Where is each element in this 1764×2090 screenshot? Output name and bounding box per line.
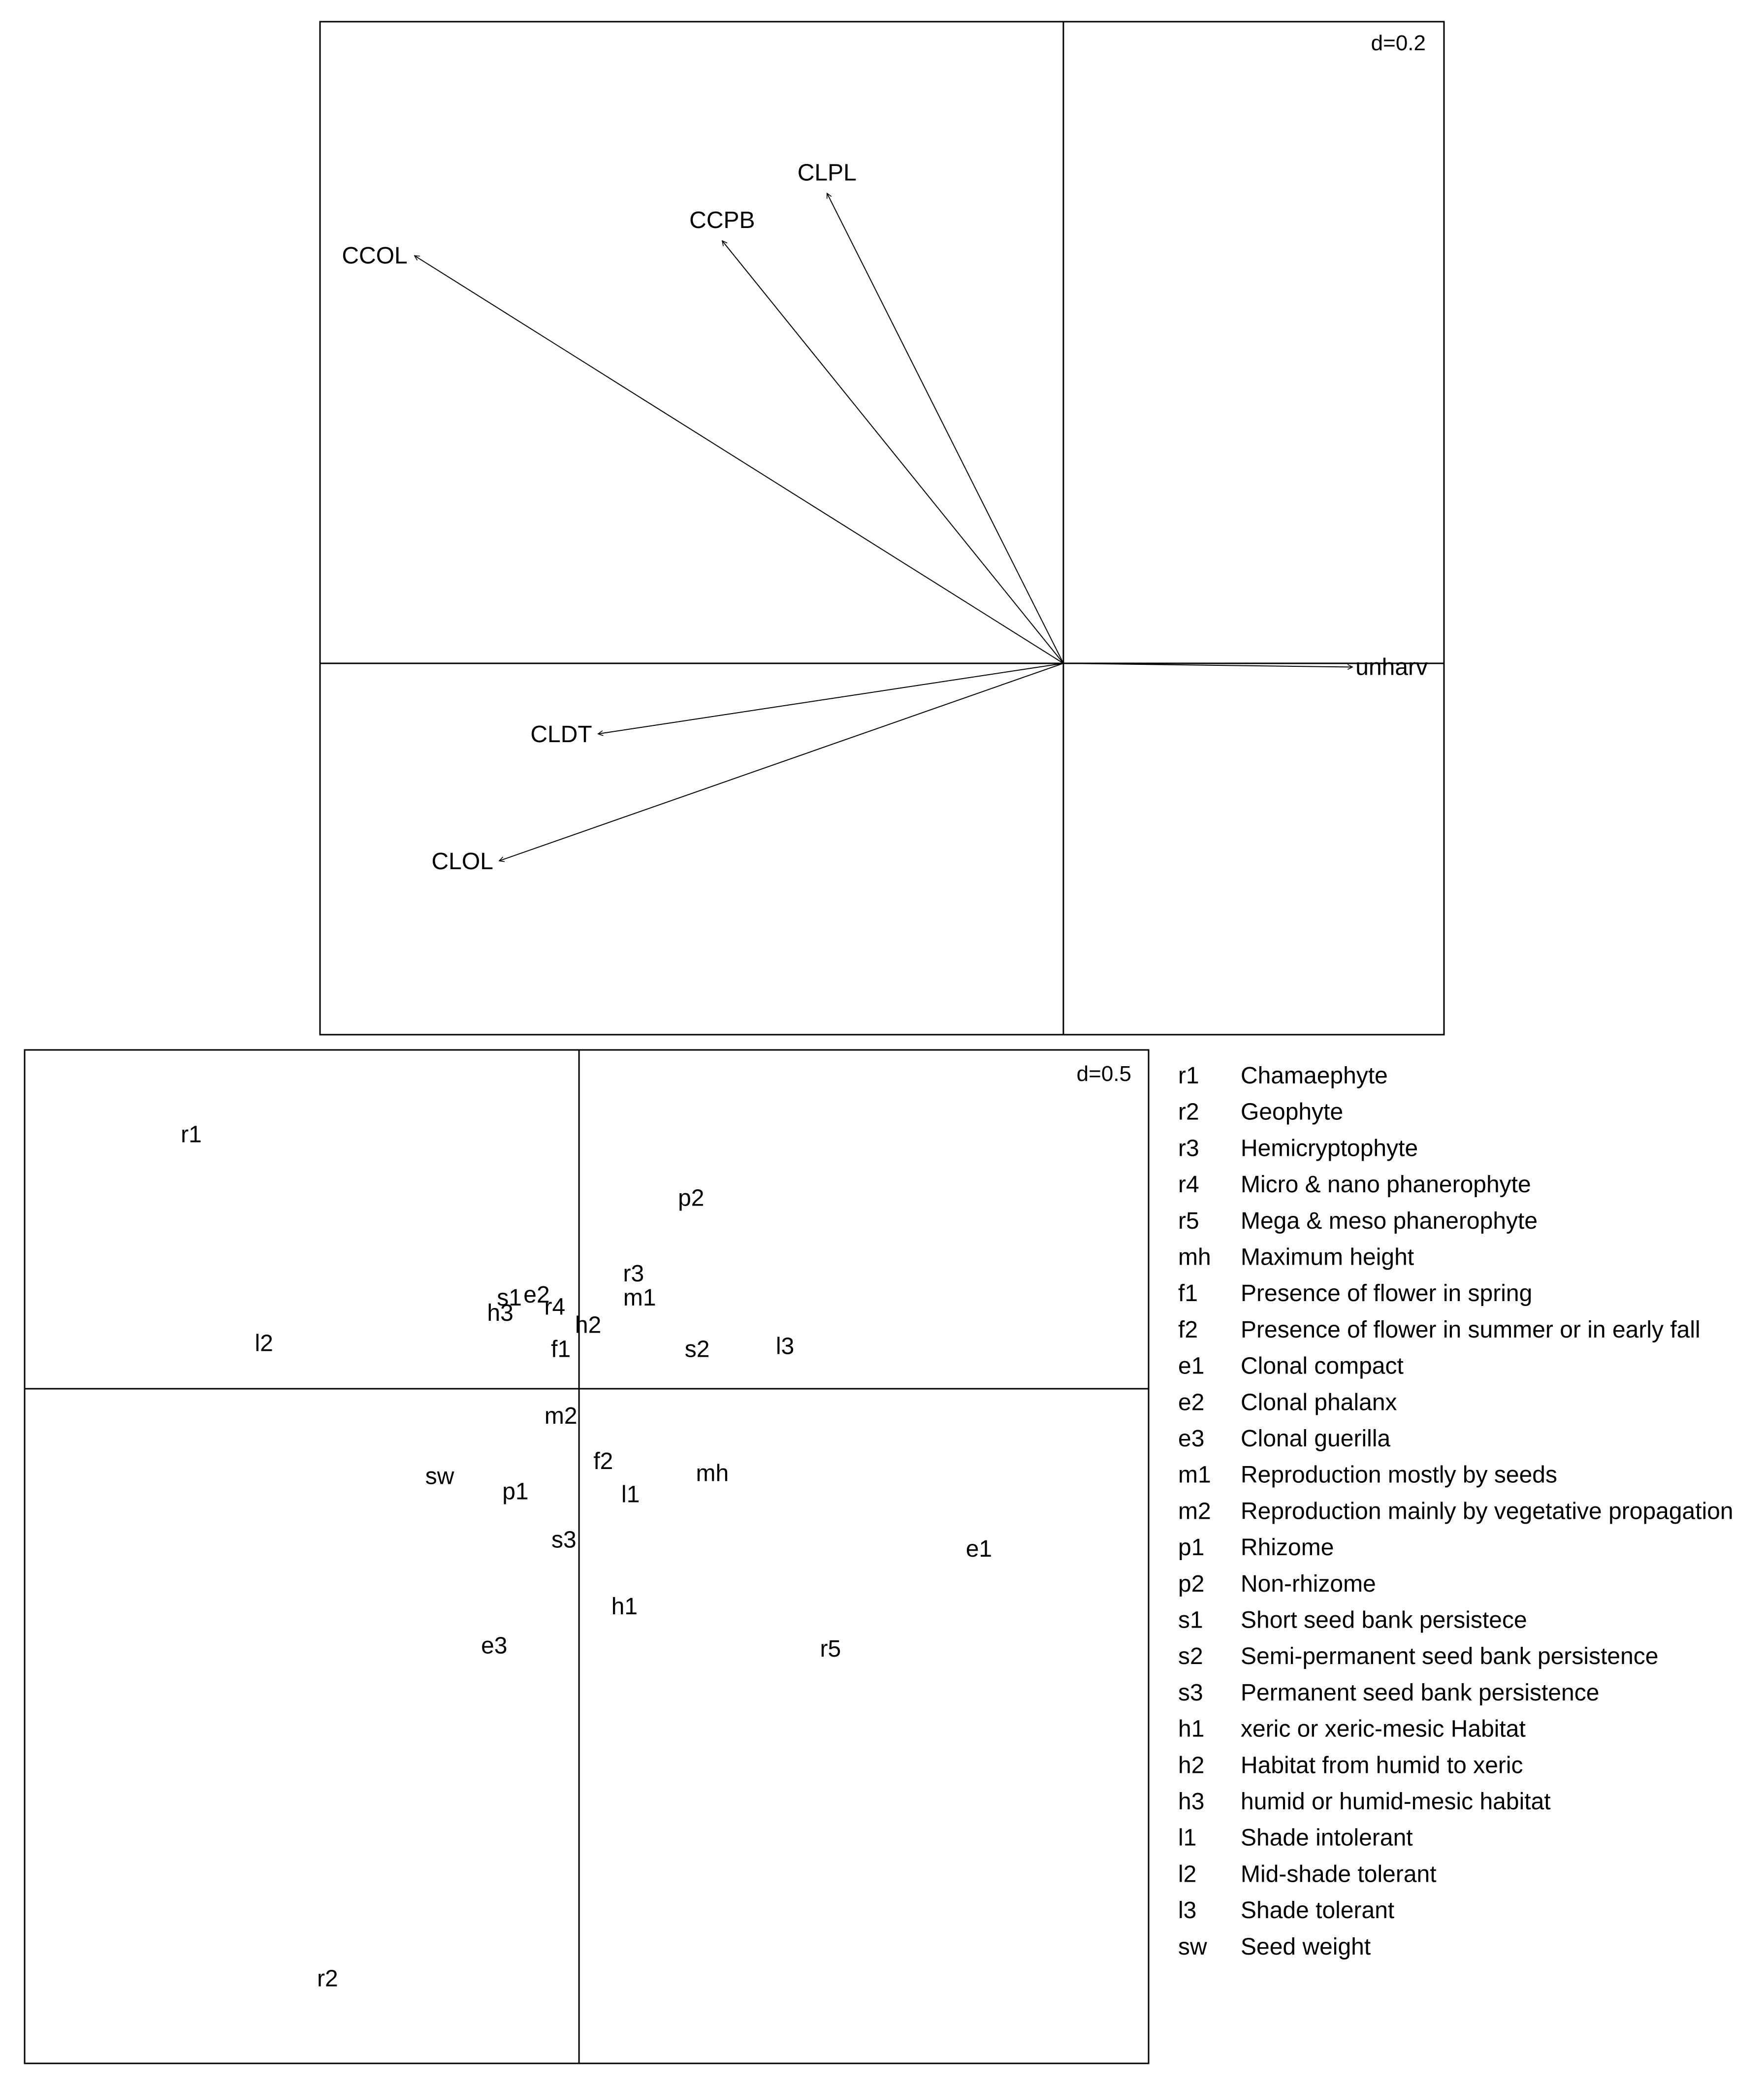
legend-text-e1: Clonal compact [1241,1353,1404,1379]
point-e1: e1 [966,1536,992,1562]
legend-text-mh: Maximum height [1241,1244,1414,1271]
point-r4: r4 [545,1294,566,1320]
legend-text-s1: Short seed bank persistece [1241,1607,1527,1633]
legend-code-p2: p2 [1178,1571,1204,1597]
legend-text-h1: xeric or xeric-mesic Habitat [1241,1716,1526,1742]
arrow-clol [499,663,1064,861]
scatter-panel-scale-label: d=0.5 [1077,1062,1131,1086]
legend-code-e3: e3 [1178,1426,1204,1452]
arrow-label-unharv: unharv [1355,654,1428,681]
legend-code-e1: e1 [1178,1353,1204,1379]
point-p1: p1 [502,1478,528,1504]
point-r3: r3 [623,1261,644,1287]
legend-code-f1: f1 [1178,1280,1198,1306]
legend-code-s3: s3 [1178,1680,1203,1706]
arrow-clpl [826,193,1064,664]
trait-points: r1 r2 r3 r4 r5 mh f1 f2 e1 e2 e3 m1 m2 p1 p2 s1 s2 s3 h1 h2… [181,1122,992,1992]
legend-text-f1: Presence of flower in spring [1241,1280,1532,1306]
legend-text-m2: Reproduction mainly by vegetative propag… [1241,1498,1733,1524]
legend-code-m1: m1 [1178,1462,1211,1488]
point-sw: sw [425,1464,454,1490]
legend-code-f2: f2 [1178,1317,1198,1343]
point-m2: m2 [545,1403,577,1429]
arrow-label-ccpb: CCPB [689,207,755,233]
arrow-panel-scale-label: d=0.2 [1371,31,1426,55]
legend-text-l1: Shade intolerant [1241,1825,1413,1851]
legend-text-r5: Mega & meso phanerophyte [1241,1208,1538,1234]
legend-code-h1: h1 [1178,1716,1204,1742]
point-p2: p2 [678,1185,704,1211]
scatter-panel-frame [24,1049,1150,2064]
point-mh: mh [696,1461,729,1487]
legend-code-h2: h2 [1178,1752,1204,1778]
legend-code-sw: sw [1178,1934,1207,1960]
legend-text-r3: Hemicryptophyte [1241,1135,1418,1161]
legend-code-s1: s1 [1178,1607,1203,1633]
legend-text-h3: humid or humid-mesic habitat [1241,1789,1551,1815]
point-s2: s2 [685,1337,710,1363]
legend-code-mh: mh [1178,1244,1211,1271]
legend-code-r3: r3 [1178,1135,1199,1161]
legend-text-s3: Permanent seed bank persistence [1241,1680,1599,1706]
legend-text-e3: Clonal guerilla [1241,1426,1390,1452]
legend-text-p1: Rhizome [1241,1535,1334,1561]
point-r5: r5 [820,1636,841,1662]
point-e2: e2 [523,1282,549,1308]
legend-text-l3: Shade tolerant [1241,1897,1394,1924]
legend-code-p1: p1 [1178,1535,1204,1561]
point-h2: h2 [575,1312,601,1339]
point-l2: l2 [255,1330,273,1356]
legend-text-sw: Seed weight [1241,1934,1371,1960]
legend-code-r2: r2 [1178,1099,1199,1125]
legend-text-e2: Clonal phalanx [1241,1389,1397,1415]
arrow-label-clpl: CLPL [798,160,857,186]
point-m1: m1 [623,1285,656,1311]
legend: r1 Chamaephyte r2 Geophyte r3 Hemicryptophyte… [1178,1063,1733,1960]
arrow-cldt [598,662,1064,734]
point-h3: h3 [487,1300,513,1326]
legend-code-m2: m2 [1178,1498,1211,1524]
point-r1: r1 [181,1122,202,1148]
arrow-ccol [415,256,1064,664]
point-s3: s3 [551,1527,577,1553]
legend-code-l3: l3 [1178,1897,1196,1924]
point-r2: r2 [317,1965,338,1992]
point-h1: h1 [611,1594,638,1620]
arrow-panel-frame [319,21,1445,1036]
point-l3: l3 [776,1334,794,1360]
point-e3: e3 [481,1633,507,1659]
legend-code-r4: r4 [1178,1172,1199,1198]
legend-text-f2: Presence of flower in summer or in early… [1241,1317,1700,1343]
arrow-label-clol: CLOL [432,849,493,875]
point-f1: f1 [551,1337,571,1363]
legend-code-r5: r5 [1178,1208,1199,1234]
legend-text-r1: Chamaephyte [1241,1063,1388,1089]
legend-text-s2: Semi-permanent seed bank persistence [1241,1643,1658,1669]
legend-text-p2: Non-rhizome [1241,1571,1376,1597]
legend-code-s2: s2 [1178,1643,1203,1669]
legend-code-l1: l1 [1178,1825,1196,1851]
legend-code-h3: h3 [1178,1789,1204,1815]
point-l1: l1 [621,1482,640,1508]
legend-text-r2: Geophyte [1241,1099,1343,1125]
arrow-label-ccol: CCOL [342,243,407,269]
arrow-label-cldt: CLDT [530,721,592,748]
legend-code-r1: r1 [1178,1063,1199,1089]
trait-scatter-panel: d=0.5 r1 r2 r3 r4 r5 mh f1 f2 e1 e2 e3 m1 m2 p1 p2 s1 s2… [24,1049,1150,2064]
legend-code-e2: e2 [1178,1389,1204,1415]
legend-text-h2: Habitat from humid to xeric [1241,1752,1523,1778]
legend-text-l2: Mid-shade tolerant [1241,1861,1437,1887]
legend-code-l2: l2 [1178,1861,1196,1887]
legend-text-m1: Reproduction mostly by seeds [1241,1462,1557,1488]
arrow-ccpb [722,241,1064,664]
legend-text-r4: Micro & nano phanerophyte [1241,1172,1531,1198]
point-s1: s1 [497,1285,522,1311]
point-f2: f2 [593,1448,613,1474]
arrow-unharv [1063,662,1352,667]
